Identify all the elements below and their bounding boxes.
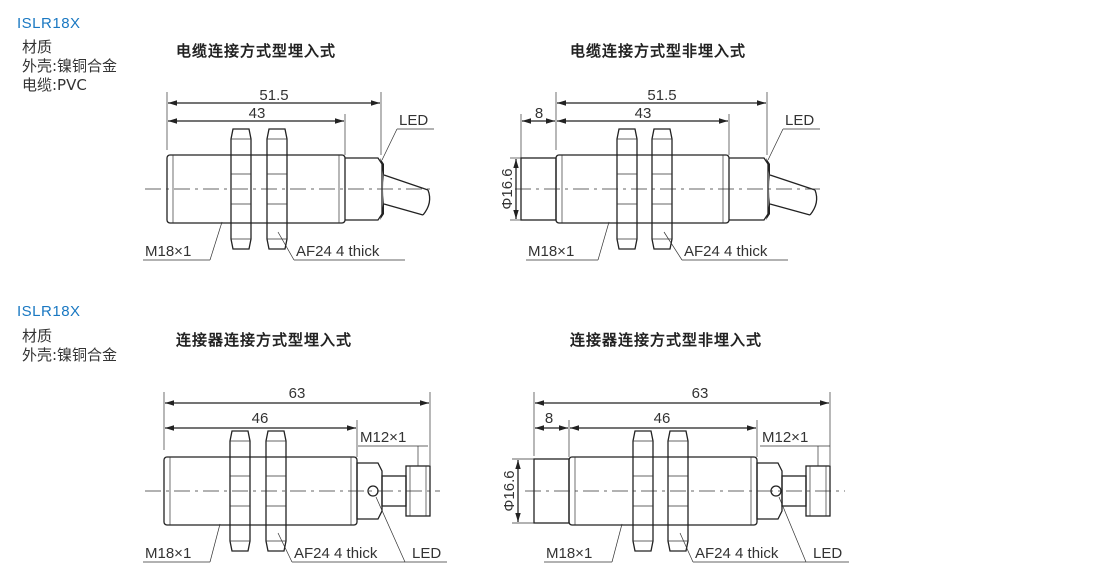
thread-label: M18×1 [145, 545, 191, 562]
model-name-1: ISLR18X [17, 15, 81, 32]
diagram-title-connector-nonflush: 连接器连接方式型非埋入式 [570, 331, 763, 349]
cable-material: 电缆:PVC [22, 76, 87, 94]
drawing-connector-nonflush: 63 46 8 Φ16.6 M12×1 [501, 385, 849, 563]
shell-material-2: 外壳:镍铜合金 [22, 346, 118, 364]
dimension-total: 63 [692, 385, 709, 402]
led-label: LED [785, 112, 814, 129]
dimension-face: 8 [545, 410, 553, 427]
diameter-label: Φ16.6 [501, 470, 518, 511]
drawing-connector-flush: 63 46 M12×1 M18×1 AF24 4 thick LED [143, 385, 447, 563]
thread-label: M18×1 [528, 243, 574, 260]
diameter-label: Φ16.6 [499, 168, 516, 209]
thread-label: M18×1 [546, 545, 592, 562]
dimension-face: 8 [535, 105, 543, 122]
shell-material-1: 外壳:镍铜合金 [22, 57, 118, 75]
diagram-title-connector-flush: 连接器连接方式型埋入式 [176, 331, 353, 349]
nut-label: AF24 4 thick [695, 545, 779, 562]
led-label: LED [813, 545, 842, 562]
diagram-title-cable-nonflush: 电缆连接方式型非埋入式 [570, 42, 747, 60]
led-label: LED [412, 545, 441, 562]
material-label-1: 材质 [22, 38, 53, 56]
dimension-body: 43 [635, 105, 652, 122]
thread-label: M18×1 [145, 243, 191, 260]
nut-label: AF24 4 thick [294, 545, 378, 562]
nut-label: AF24 4 thick [296, 243, 380, 260]
nut-label: AF24 4 thick [684, 243, 768, 260]
diagram-title-cable-flush: 电缆连接方式型埋入式 [176, 42, 337, 60]
dimension-body: 46 [252, 410, 269, 427]
model-name-2: ISLR18X [17, 303, 81, 320]
dimension-total: 63 [289, 385, 306, 402]
connector-thread-label: M12×1 [360, 429, 406, 446]
dimension-total: 51.5 [647, 87, 676, 104]
dimension-body: 46 [654, 410, 671, 427]
dimension-total: 51.5 [259, 87, 288, 104]
led-label: LED [399, 112, 428, 129]
drawing-cable-flush: 51.5 43 LED M18×1 AF24 4 thick [143, 87, 434, 261]
dimension-body: 43 [249, 105, 266, 122]
material-label-2: 材质 [22, 327, 53, 345]
drawing-cable-nonflush: 51.5 43 8 Φ16.6 LED [499, 87, 820, 261]
connector-thread-label: M12×1 [762, 429, 808, 446]
